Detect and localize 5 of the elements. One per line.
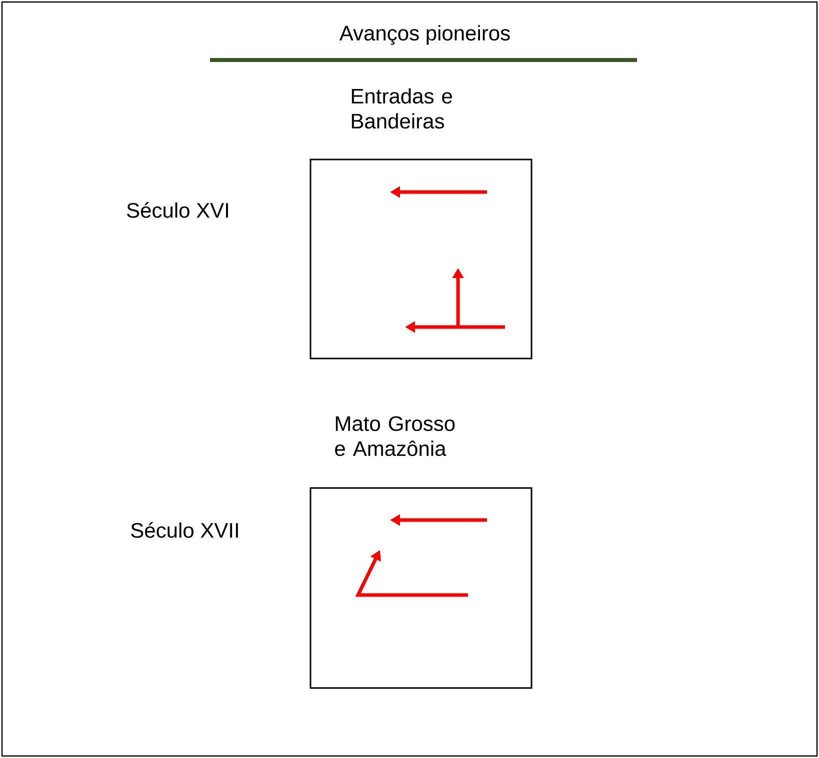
- title: Avanços pioneiros: [339, 25, 510, 45]
- century-label: Século XVI: [127, 202, 228, 218]
- box-heading: Mato Grosso e Amazônia: [335, 416, 455, 456]
- century-label: Século XVII: [131, 522, 238, 538]
- box-heading: Entradas e Bandeiras: [352, 88, 452, 129]
